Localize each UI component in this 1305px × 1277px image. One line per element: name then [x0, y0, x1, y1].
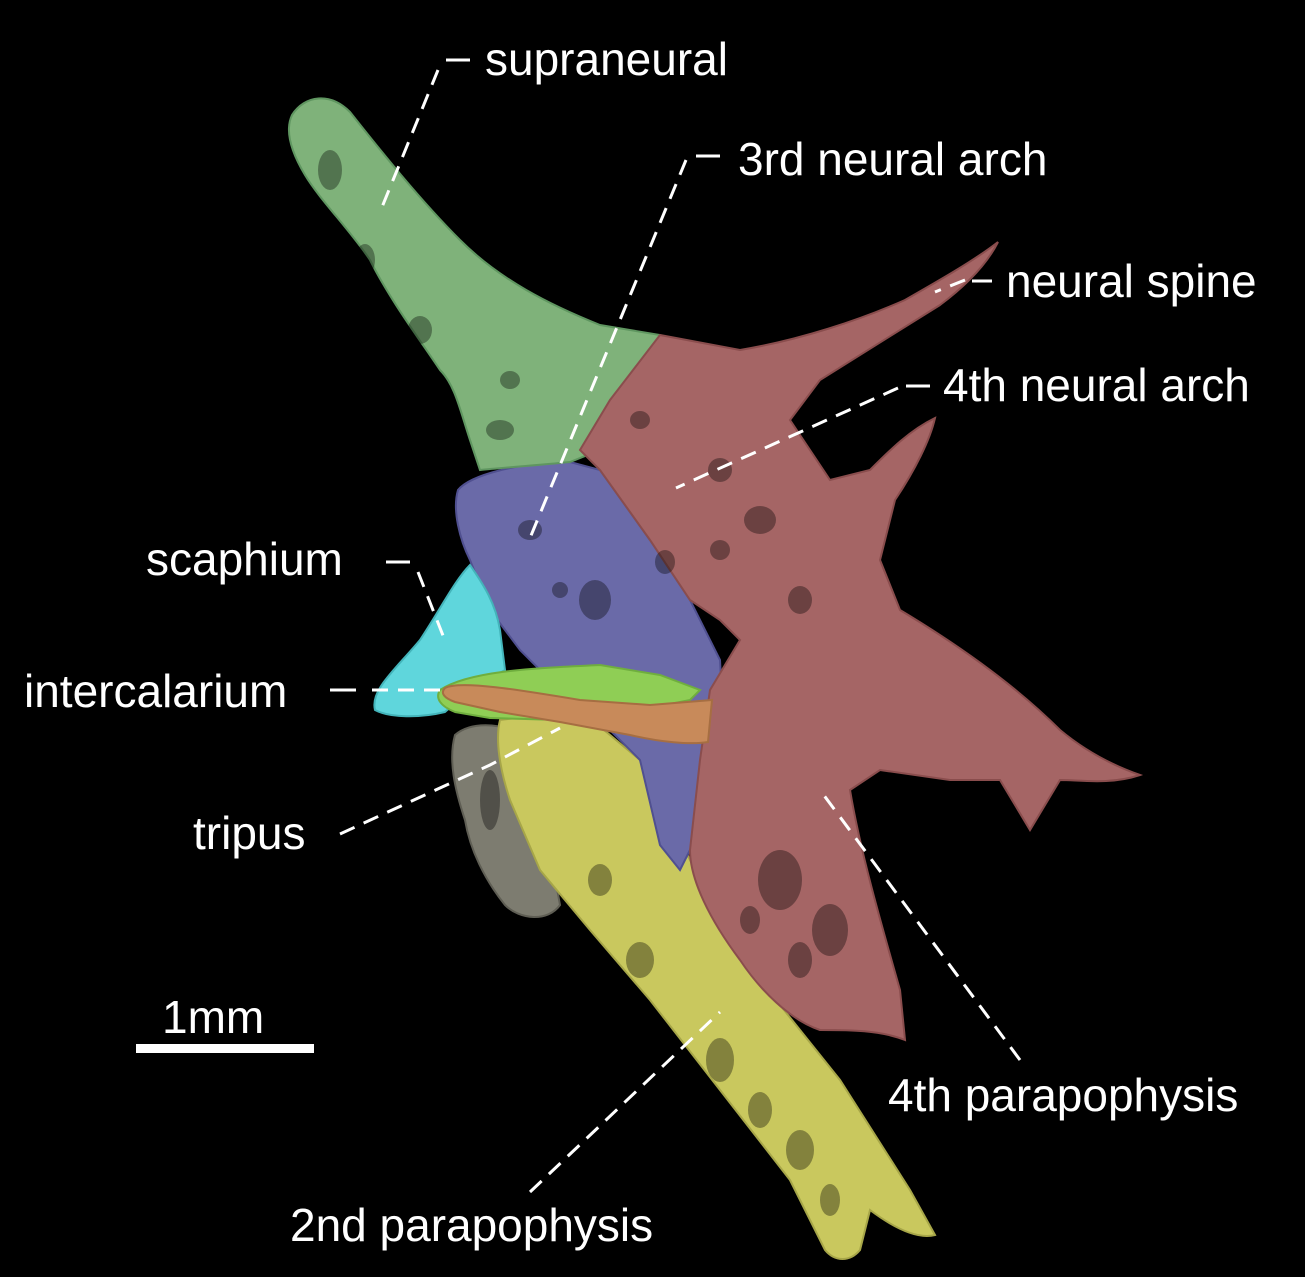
leader-lines	[330, 58, 1022, 1194]
scale-bar	[136, 1044, 314, 1053]
tripus-rod-shape	[441, 684, 714, 745]
label-second-parapophysis: 2nd parapophysis	[290, 1199, 654, 1251]
label-scaphium: scaphium	[146, 533, 343, 585]
leader-third-neural-arch	[528, 159, 688, 539]
leader-fourth-parapophysis	[818, 789, 1022, 1061]
label-third-neural-arch: 3rd neural arch	[738, 133, 1048, 185]
leader-tripus	[339, 726, 561, 836]
label-fourth-neural-arch: 4th neural arch	[943, 359, 1250, 411]
label-supraneural: supraneural	[485, 33, 728, 85]
surface-texture	[318, 150, 848, 1216]
label-neural-spine: neural spine	[1006, 255, 1257, 307]
label-fourth-parapophysis: 4th parapophysis	[888, 1069, 1239, 1121]
leader-second-parapophysis	[528, 1010, 722, 1194]
fourth-neural-arch-shape	[578, 241, 1144, 1042]
label-tripus: tripus	[193, 807, 306, 859]
leader-scaphium	[416, 571, 446, 639]
leader-neural-spine	[934, 278, 966, 294]
supraneural-shape	[287, 97, 662, 472]
label-intercalarium: intercalarium	[24, 665, 288, 717]
leader-fourth-neural-arch	[675, 386, 899, 490]
second-parapophysis-shape	[497, 708, 937, 1260]
scale-bar-label: 1mm	[162, 991, 265, 1043]
